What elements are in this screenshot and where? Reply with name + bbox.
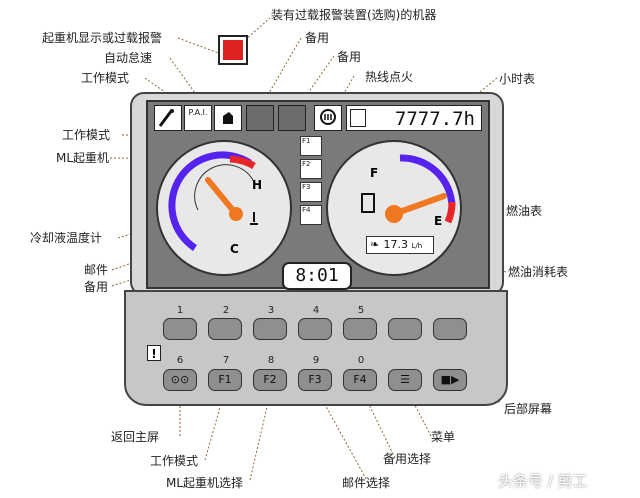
key-number-3: 3 [267,305,275,316]
watermark: 头条号 / 剪工 [498,472,588,490]
menu-button[interactable]: ☰ [388,369,422,391]
warning-icon: ! [147,345,161,361]
key-2[interactable] [208,318,242,340]
key-number-7: 7 [222,355,230,366]
temp-cold-label: C [230,242,239,256]
menu-icon: ☰ [400,373,410,386]
label-auto-idle: 自动怠速 [104,51,153,65]
label-mail-select: 邮件选择 [342,476,391,490]
label-return-main: 返回主屏 [111,430,160,444]
key-5[interactable] [343,318,377,340]
spare-indicator-1 [246,105,274,131]
auto-idle-icon [214,105,242,131]
fuel-consumption-unit: L/h [411,242,423,250]
f4-indicator: F4 [300,205,322,225]
label-rear-screen: 后部屏幕 [504,402,553,416]
f3-indicator: F3 [300,182,322,202]
work-mode-text: P.A.I. [188,108,208,117]
key-number-0: 0 [357,355,365,366]
fuel-full-label: F [370,166,379,180]
key-4[interactable] [298,318,332,340]
crane-icon [154,105,182,131]
spare-indicator-2 [278,105,306,131]
label-work-mode-select: 工作模式 [150,454,199,468]
temp-hot-label: H [252,178,263,192]
label-menu: 菜单 [431,430,456,444]
label-fuel-consumption: 燃油消耗表 [508,265,569,279]
label-ml-crane-select: ML起重机选择 [166,476,244,490]
rear-camera-button[interactable]: ■▶ [433,369,467,391]
key-blank-1[interactable] [388,318,422,340]
f4-button[interactable]: F4 [343,369,377,391]
key-3[interactable] [253,318,287,340]
camera-icon: ■▶ [440,373,460,386]
label-work-mode-top: 工作模式 [81,71,130,85]
key-1[interactable] [163,318,197,340]
function-indicator-list: F1 F2 F3 F4 [300,136,322,246]
clock-display: 8:01 [282,262,352,290]
label-preheat: 热线点火 [365,70,414,84]
f1-indicator: F1 [300,136,322,156]
key-number-4: 4 [312,305,320,316]
f3-button[interactable]: F3 [298,369,332,391]
label-spare-select: 备用选择 [383,452,432,466]
f1-button[interactable]: F1 [208,369,242,391]
f2-indicator: F2 [300,159,322,179]
key-blank-2[interactable] [433,318,467,340]
label-work-mode-mid: 工作模式 [62,128,111,142]
fuel-consumption-value: 17.3 [383,238,409,251]
label-overload-alarm-option: 装有过载报警装置(选购)的机器 [271,8,437,22]
fuel-consumption-display: ❧ 17.3 L/h [366,236,434,254]
label-spare-3: 备用 [84,280,109,294]
key-number-6: 6 [176,355,184,366]
label-mail: 邮件 [84,263,109,277]
f2-button[interactable]: F2 [253,369,287,391]
overload-alarm-icon [218,35,248,65]
key-number-8: 8 [267,355,275,366]
return-main-button[interactable]: ⊙⊙ [163,369,197,391]
fuel-empty-label: E [434,214,443,228]
key-number-2: 2 [222,305,230,316]
return-icon: ⊙⊙ [170,373,190,386]
label-crane-display: 起重机显示或过载报警 [42,31,163,45]
label-spare-2: 备用 [337,50,362,64]
key-number-1: 1 [176,305,184,316]
hour-meter-display: 7777.7h [346,105,482,131]
label-fuel-gauge: 燃油表 [506,204,543,218]
fuel-gauge: F E [326,140,462,276]
label-spare-1: 备用 [305,31,330,45]
leaf-icon: ❧ [370,238,380,251]
key-number-9: 9 [312,355,320,366]
status-bar: P.A.I. 7777.7h [150,103,482,133]
label-coolant-temp: 冷却液温度计 [30,231,103,245]
hourglass-icon [350,109,366,127]
coolant-temp-gauge: H C [156,140,292,276]
key-number-5: 5 [357,305,365,316]
work-mode-indicator: P.A.I. [184,105,212,131]
preheat-icon [314,105,342,131]
label-ml-crane: ML起重机 [56,151,110,165]
label-hour-meter: 小时表 [499,72,536,86]
hour-meter-value: 7777.7h [394,108,475,130]
